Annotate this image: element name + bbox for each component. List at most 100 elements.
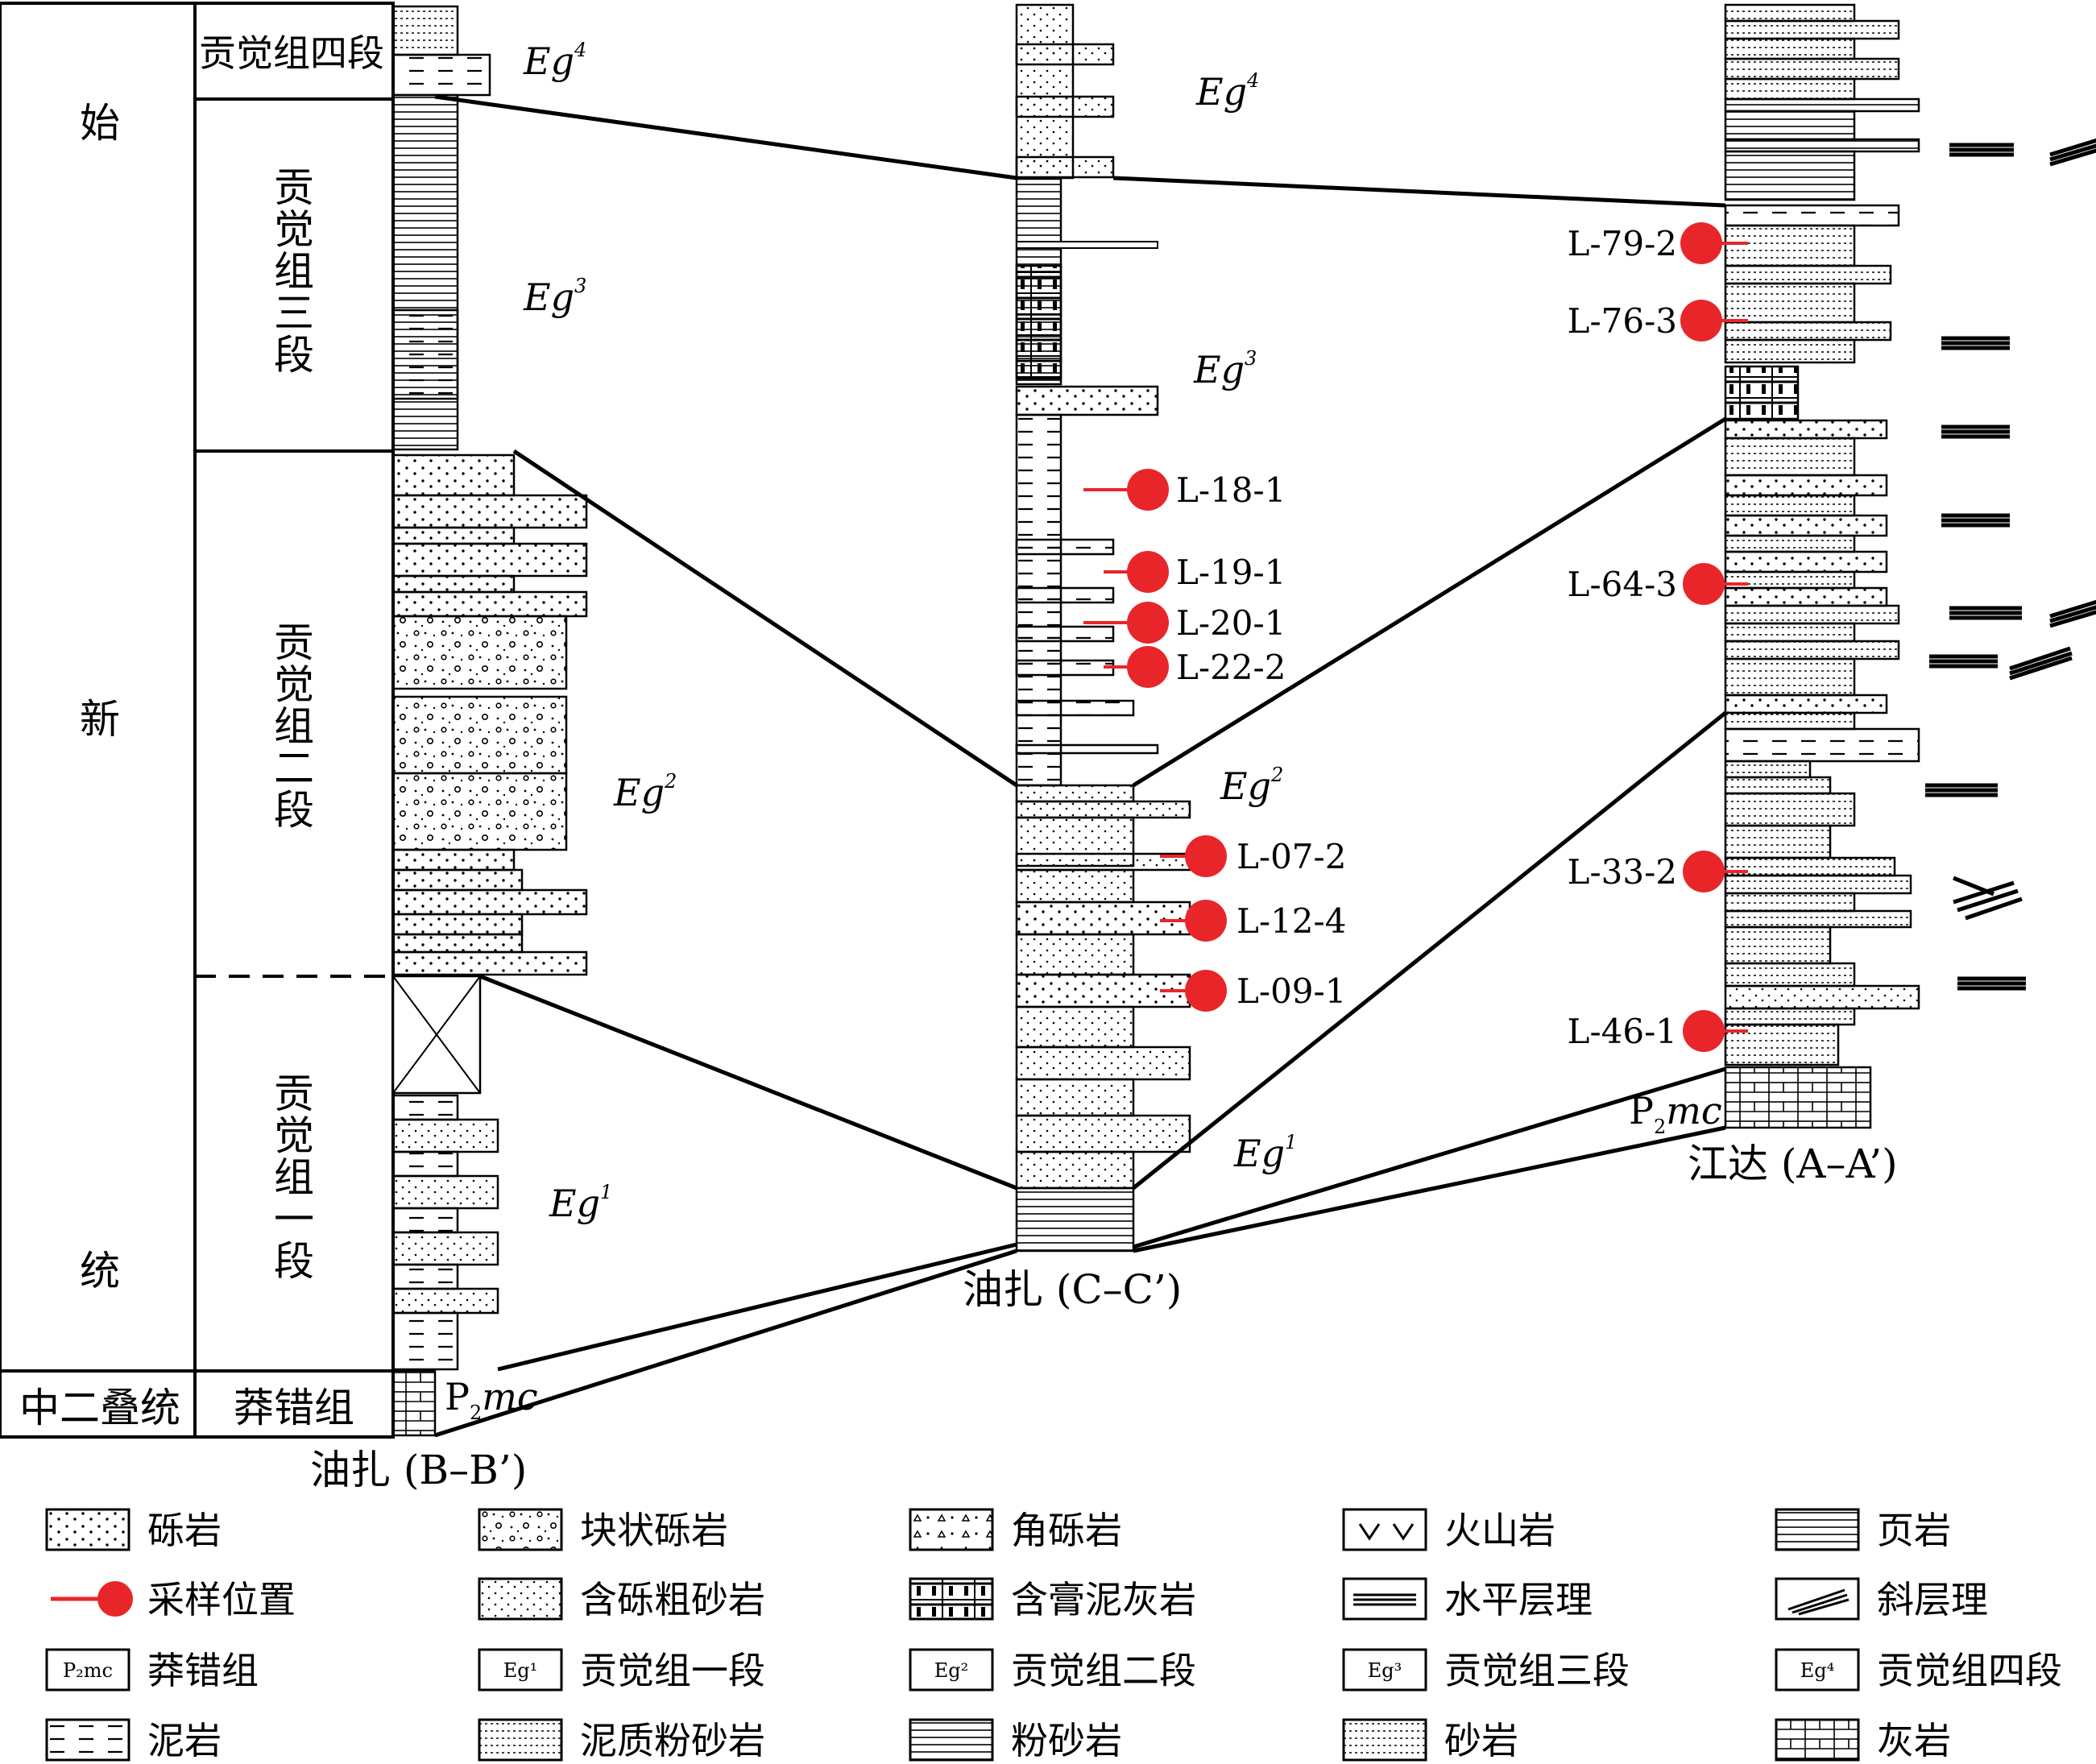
series-char-1: 始 (80, 100, 120, 147)
series-char-2: 新 (80, 696, 120, 743)
svg-text:泥岩: 泥岩 (147, 1719, 222, 1762)
legend-item-p2mc: P₂mc 莽错组 (45, 1648, 259, 1692)
legend-item-eg1: Eg¹ 贡觉组一段 (478, 1648, 765, 1692)
svg-text:角砾岩: 角砾岩 (1011, 1509, 1122, 1552)
svg-text:P₂mc: P₂mc (63, 1659, 113, 1682)
svg-text:Eg⁴: Eg⁴ (1800, 1659, 1835, 1682)
bedding-symbols (1925, 138, 2096, 991)
p2mc-label-a: P2mc (1629, 1089, 1722, 1138)
legend-item-muddy-siltstone: 泥质粉砂岩 (478, 1718, 765, 1762)
stratigraphic-frame (0, 2, 395, 1439)
member-eg3-label: 贡觉组三段 (274, 164, 314, 379)
legend-item-limestone: 灰岩 (1775, 1718, 1951, 1762)
correlation-lines (434, 94, 1727, 1438)
legend-item-shale: 页岩 (1775, 1508, 1951, 1552)
sample-label: L-79-2 (1568, 224, 1677, 263)
sample-marker: L-19-1 (1104, 551, 1286, 593)
svg-text:莽错组: 莽错组 (147, 1649, 259, 1692)
sample-marker: L-22-2 (1104, 646, 1286, 688)
legend-item-mudstone: 泥岩 (45, 1718, 222, 1762)
eg3-label-c: Eg3 (1193, 347, 1257, 391)
sample-marker: L-07-2 (1160, 835, 1346, 877)
eg4-label-c: Eg4 (1195, 69, 1259, 114)
sample-marker: L-18-1 (1083, 469, 1286, 511)
sample-marker: L-79-2 (1568, 222, 1748, 264)
legend-item-conglomerate: 砾岩 (45, 1508, 222, 1552)
member-labels: 贡觉组四段 贡觉组三段 贡觉组二段 贡觉组一段 莽错组 (199, 31, 384, 1431)
legend-item-massive-conglomerate: 块状砾岩 (478, 1508, 728, 1552)
svg-text:Eg³: Eg³ (1368, 1659, 1402, 1682)
svg-text:贡觉组一段: 贡觉组一段 (580, 1649, 765, 1692)
legend-item-siltstone: 粉砂岩 (909, 1718, 1122, 1762)
sample-label: L-09-1 (1236, 971, 1346, 1011)
column-b-title: 油扎 (B–B’) (310, 1447, 527, 1493)
member-eg4-label: 贡觉组四段 (199, 31, 384, 75)
sample-label: L-64-3 (1568, 565, 1677, 604)
svg-text:页岩: 页岩 (1877, 1509, 1951, 1552)
p2mc-label-b: P2mc (445, 1375, 538, 1424)
eg1-label-c: Eg1 (1233, 1131, 1297, 1175)
sample-label: L-07-2 (1236, 837, 1346, 876)
series-labels: 始 新 统 中二叠统 (19, 100, 180, 1431)
sample-label: L-12-4 (1236, 901, 1346, 941)
legend-item-sandstone: 砂岩 (1342, 1718, 1518, 1762)
sample-marker: L-20-1 (1083, 602, 1286, 644)
column-a-lithology (1724, 3, 1920, 1129)
svg-text:块状砾岩: 块状砾岩 (580, 1509, 728, 1552)
sample-marker: L-64-3 (1568, 563, 1748, 605)
sample-label: L-76-3 (1568, 301, 1677, 341)
svg-text:贡觉组二段: 贡觉组二段 (1011, 1649, 1196, 1692)
legend-item-sample-location: 采样位置 (51, 1578, 296, 1621)
svg-text:Eg²: Eg² (934, 1659, 969, 1682)
sample-label: L-22-2 (1176, 648, 1286, 687)
member-eg2-label: 贡觉组二段 (274, 619, 314, 834)
eg3-label-b: Eg3 (523, 275, 586, 319)
legend-item-eg2: Eg² 贡觉组二段 (909, 1648, 1196, 1692)
column-titles: 油扎 (B–B’) 油扎 (C–C’) 江达 (A–A’) (310, 1141, 1898, 1493)
sample-label: L-20-1 (1176, 603, 1286, 643)
sample-markers-c: L-18-1 L-19-1 L-20-1 L-22-2 L-07-2 L-12-… (1083, 469, 1346, 1012)
legend-item-volcanic: 火山岩 (1342, 1508, 1555, 1552)
svg-text:含膏泥灰岩: 含膏泥灰岩 (1011, 1578, 1196, 1621)
svg-text:采样位置: 采样位置 (147, 1578, 296, 1621)
svg-text:砂岩: 砂岩 (1444, 1719, 1518, 1762)
legend-item-eg4: Eg⁴ 贡觉组四段 (1775, 1648, 2062, 1692)
sample-marker: L-46-1 (1568, 1010, 1748, 1052)
svg-text:贡觉组四段: 贡觉组四段 (1877, 1649, 2062, 1692)
lower-series-label: 中二叠统 (19, 1385, 180, 1431)
eg1-label-b: Eg1 (549, 1181, 612, 1225)
sample-marker: L-09-1 (1160, 970, 1346, 1012)
svg-text:贡觉组三段: 贡觉组三段 (1444, 1649, 1630, 1692)
column-c-title: 油扎 (C–C’) (963, 1266, 1182, 1313)
eg2-label-b: Eg2 (613, 770, 677, 814)
svg-text:Eg¹: Eg¹ (503, 1659, 538, 1682)
sample-label: L-18-1 (1176, 470, 1286, 510)
legend-item-breccia: 角砾岩 (909, 1508, 1122, 1552)
svg-text:泥质粉砂岩: 泥质粉砂岩 (580, 1719, 765, 1762)
series-char-3: 统 (80, 1248, 120, 1294)
sample-marker: L-76-3 (1568, 300, 1748, 342)
lower-formation-label: 莽错组 (234, 1385, 354, 1431)
column-b-lithology (391, 5, 588, 1437)
sample-label: L-33-2 (1568, 852, 1677, 892)
sample-label: L-46-1 (1568, 1012, 1677, 1051)
member-eg1-label: 贡觉组一段 (274, 1070, 314, 1285)
legend-item-cross-bedding: 斜层理 (1775, 1577, 1988, 1621)
sample-marker: L-12-4 (1160, 900, 1346, 942)
unit-labels: Eg4 Eg3 Eg2 Eg1 Eg4 Eg3 Eg2 Eg1 P2mc P2m… (445, 39, 1722, 1424)
sample-markers-a: L-79-2 L-76-3 L-64-3 L-33-2 L-46-1 (1568, 222, 1748, 1052)
legend-item-gypsum-marl: 含膏泥灰岩 (909, 1577, 1196, 1621)
svg-text:含砾粗砂岩: 含砾粗砂岩 (580, 1578, 765, 1621)
legend-item-horizontal-bedding: 水平层理 (1342, 1577, 1593, 1621)
svg-text:斜层理: 斜层理 (1877, 1578, 1988, 1621)
svg-text:水平层理: 水平层理 (1444, 1578, 1593, 1621)
svg-text:砾岩: 砾岩 (147, 1509, 222, 1552)
svg-text:火山岩: 火山岩 (1444, 1509, 1555, 1552)
sample-label: L-19-1 (1176, 553, 1286, 592)
eg4-label-b: Eg4 (523, 39, 586, 83)
legend: 砾岩 块状砾岩 角砾岩 火山岩 页岩 采样位置 含砾粗砂岩 含膏泥灰岩 水平层理… (45, 1508, 2062, 1762)
sample-marker: L-33-2 (1568, 851, 1748, 892)
svg-text:粉砂岩: 粉砂岩 (1011, 1719, 1122, 1762)
legend-item-pebbly-coarse-sandstone: 含砾粗砂岩 (478, 1577, 765, 1621)
